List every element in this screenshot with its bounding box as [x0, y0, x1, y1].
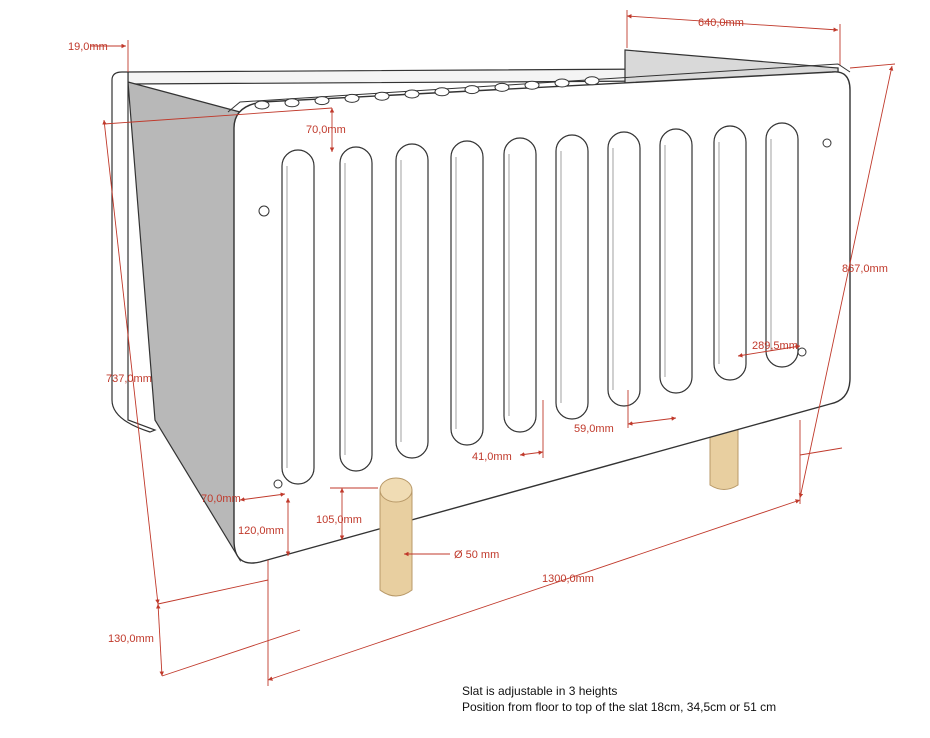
- note-slat-positions: Position from floor to top of the slat 1…: [462, 700, 777, 714]
- note-adjustable-heights: Slat is adjustable in 3 heights: [462, 684, 618, 698]
- label-slat-width: 41,0mm: [472, 451, 512, 463]
- slat-slot: [395, 143, 429, 459]
- label-panel-height: 737,0mm: [106, 373, 152, 385]
- dim-line-slat-width: [519, 450, 544, 457]
- rim-knob: [434, 87, 450, 97]
- slat-slot: [659, 128, 693, 394]
- dim-line-panel-height: [102, 119, 160, 605]
- label-slot-bottom: 120,0mm: [238, 525, 284, 537]
- slat-slot: [607, 131, 641, 407]
- label-slat-spacing: 59,0mm: [574, 423, 614, 435]
- label-top-depth: 640,0mm: [698, 17, 744, 29]
- rim-knob: [554, 78, 570, 88]
- label-leg-diameter: Ø 50 mm: [454, 549, 499, 561]
- hole-right-bottom: [797, 347, 807, 357]
- dim-line-total-length: [267, 499, 801, 681]
- slat-slot: [339, 146, 373, 472]
- rim-knob: [284, 98, 300, 108]
- dim-line-end-slat: [737, 344, 801, 358]
- label-total-height: 867,0mm: [842, 263, 888, 275]
- rim-knob: [374, 91, 390, 101]
- hole-right-top: [822, 138, 832, 148]
- rim-knob: [344, 93, 360, 103]
- label-total-length: 1300,0mm: [542, 573, 594, 585]
- dim-line-top-depth: [626, 14, 839, 32]
- hole-left-bottom: [273, 479, 283, 489]
- dimension-lines: [90, 10, 896, 686]
- label-leg-height: 130,0mm: [108, 633, 154, 645]
- dim-line-leg-height: [156, 603, 164, 677]
- rim-knob: [464, 85, 480, 95]
- slat-slot: [503, 137, 537, 433]
- label-slot-gap: 105,0mm: [316, 514, 362, 526]
- label-end-slat: 289,5mm: [752, 340, 798, 352]
- slat-slot: [555, 134, 589, 420]
- front-leg: [379, 477, 413, 597]
- rim-knob: [254, 100, 270, 110]
- dim-line-total-height: [798, 65, 894, 499]
- slat-slot: [281, 149, 315, 485]
- slat-slot: [450, 140, 484, 446]
- rim-knob: [584, 76, 600, 86]
- rim-knob: [314, 96, 330, 106]
- dim-line-slat-spacing: [627, 416, 677, 426]
- label-bottom-margin: 70,0mm: [201, 493, 241, 505]
- dim-line-bottom-margin: [239, 492, 286, 502]
- front-panel: [227, 63, 851, 564]
- dimension-labels: 640,0mm 19,0mm 70,0mm 867,0mm 737,0mm 28…: [68, 17, 888, 645]
- label-slat-top-gap: 70,0mm: [306, 124, 346, 136]
- rim-knob: [494, 82, 510, 92]
- slat-slots: [281, 122, 799, 485]
- label-panel-thickness: 19,0mm: [68, 41, 108, 53]
- rim-knob: [524, 80, 540, 90]
- rim-knobs: [254, 76, 600, 110]
- slat-slot: [713, 125, 747, 381]
- hole-left-top: [258, 205, 270, 217]
- rim-knob: [404, 89, 420, 99]
